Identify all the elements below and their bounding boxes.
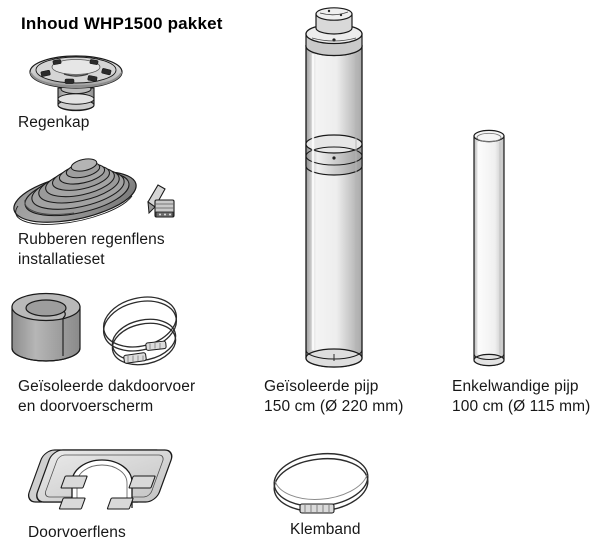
- label-klemband: Klemband: [290, 521, 361, 538]
- rain-cap-icon: [20, 44, 132, 114]
- label-enkelwandige-pijp-line2: 100 cm (Ø 115 mm): [452, 398, 591, 415]
- insulated-pipe-icon: [294, 6, 374, 378]
- label-geisoleerde-dakdoorvoer-line1: Geïsoleerde dakdoorvoer: [18, 378, 196, 395]
- label-geisoleerde-dakdoorvoer-line2: en doorvoerscherm: [18, 398, 154, 415]
- label-rubberen-regenflens-line1: Rubberen regenflens: [18, 231, 165, 248]
- hose-clamp-icon: [266, 448, 376, 520]
- installation-kit-icon: [142, 182, 180, 224]
- rubber-roof-flashing-icon: [12, 150, 142, 228]
- label-rubberen-regenflens-line2: installatieset: [18, 251, 105, 268]
- label-geisoleerde-pijp-line2: 150 cm (Ø 220 mm): [264, 398, 404, 415]
- label-doorvoerflens: Doorvoerflens: [28, 524, 126, 541]
- label-enkelwandige-pijp-line1: Enkelwandige pijp: [452, 378, 579, 395]
- label-geisoleerde-pijp-line1: Geïsoleerde pijp: [264, 378, 379, 395]
- label-regenkap: Regenkap: [18, 114, 90, 131]
- insulated-roof-sleeve-icon: [8, 290, 84, 370]
- single-wall-pipe-icon: [466, 124, 512, 374]
- page-title: Inhoud WHP1500 pakket: [21, 14, 223, 33]
- clamp-rings-icon: [88, 292, 192, 370]
- pass-through-flange-icon: [14, 430, 180, 522]
